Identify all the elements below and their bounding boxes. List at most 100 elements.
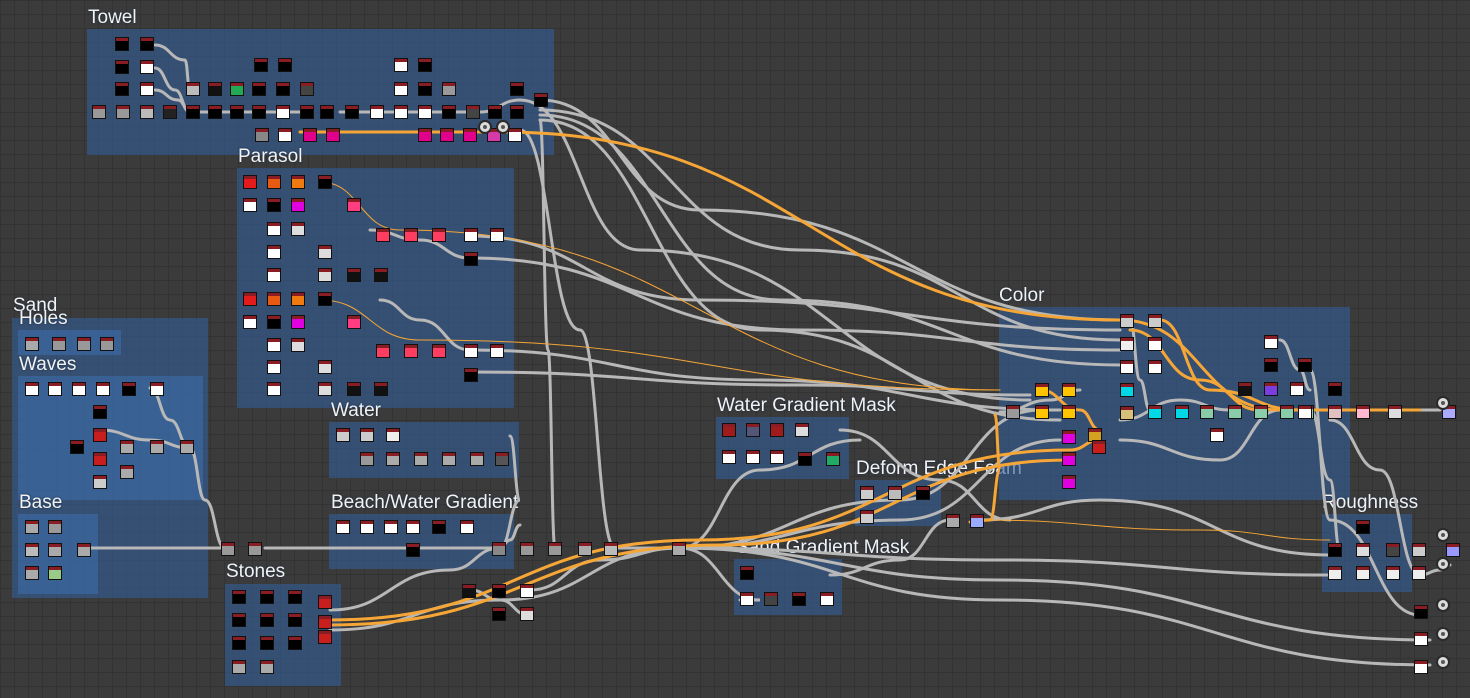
- texture-node[interactable]: [232, 636, 246, 650]
- texture-node[interactable]: [406, 543, 420, 557]
- texture-node[interactable]: [140, 37, 154, 51]
- texture-node[interactable]: [442, 82, 456, 96]
- texture-node[interactable]: [1356, 566, 1370, 580]
- texture-node[interactable]: [120, 440, 134, 454]
- texture-node[interactable]: [232, 590, 246, 604]
- texture-node[interactable]: [1120, 406, 1134, 420]
- output-node-icon[interactable]: [1436, 627, 1450, 641]
- texture-node[interactable]: [255, 128, 269, 142]
- texture-node[interactable]: [318, 245, 332, 259]
- texture-node[interactable]: [303, 128, 317, 142]
- texture-node[interactable]: [347, 198, 361, 212]
- texture-node[interactable]: [1414, 632, 1428, 646]
- texture-node[interactable]: [510, 82, 524, 96]
- texture-node[interactable]: [267, 338, 281, 352]
- texture-node[interactable]: [414, 452, 428, 466]
- texture-node[interactable]: [418, 105, 432, 119]
- texture-node[interactable]: [140, 82, 154, 96]
- texture-node[interactable]: [1290, 382, 1304, 396]
- texture-node[interactable]: [440, 128, 454, 142]
- texture-node[interactable]: [386, 452, 400, 466]
- texture-node[interactable]: [464, 228, 478, 242]
- texture-node[interactable]: [820, 592, 834, 606]
- texture-node[interactable]: [1200, 405, 1214, 419]
- texture-node[interactable]: [1175, 405, 1189, 419]
- texture-node[interactable]: [470, 452, 484, 466]
- texture-node[interactable]: [394, 58, 408, 72]
- texture-node[interactable]: [92, 105, 106, 119]
- texture-node[interactable]: [1062, 452, 1076, 466]
- texture-node[interactable]: [1120, 360, 1134, 374]
- texture-node[interactable]: [376, 344, 390, 358]
- texture-node[interactable]: [96, 382, 110, 396]
- texture-node[interactable]: [230, 82, 244, 96]
- texture-node[interactable]: [418, 128, 432, 142]
- texture-node[interactable]: [1356, 520, 1370, 534]
- texture-node[interactable]: [252, 82, 266, 96]
- texture-node[interactable]: [404, 228, 418, 242]
- texture-node[interactable]: [232, 613, 246, 627]
- texture-node[interactable]: [374, 382, 388, 396]
- texture-node[interactable]: [1148, 314, 1162, 328]
- texture-node[interactable]: [260, 636, 274, 650]
- texture-node[interactable]: [520, 607, 534, 621]
- texture-node[interactable]: [1356, 405, 1370, 419]
- texture-node[interactable]: [267, 315, 281, 329]
- texture-node[interactable]: [243, 292, 257, 306]
- texture-node[interactable]: [1006, 405, 1020, 419]
- texture-node[interactable]: [120, 465, 134, 479]
- texture-node[interactable]: [1264, 335, 1278, 349]
- texture-node[interactable]: [1280, 405, 1294, 419]
- texture-node[interactable]: [291, 198, 305, 212]
- texture-node[interactable]: [970, 514, 984, 528]
- texture-node[interactable]: [432, 520, 446, 534]
- texture-node[interactable]: [320, 105, 334, 119]
- output-node-icon[interactable]: [1436, 396, 1450, 410]
- texture-node[interactable]: [488, 105, 502, 119]
- texture-node[interactable]: [432, 344, 446, 358]
- texture-node[interactable]: [1298, 358, 1312, 372]
- frame-beach-water-gradient[interactable]: [329, 514, 514, 569]
- output-node-icon[interactable]: [1436, 528, 1450, 542]
- texture-node[interactable]: [25, 543, 39, 557]
- texture-node[interactable]: [534, 93, 548, 107]
- texture-node[interactable]: [347, 268, 361, 282]
- texture-node[interactable]: [230, 105, 244, 119]
- texture-node[interactable]: [1414, 660, 1428, 674]
- texture-node[interactable]: [163, 105, 177, 119]
- texture-node[interactable]: [140, 105, 154, 119]
- texture-node[interactable]: [394, 82, 408, 96]
- texture-node[interactable]: [1228, 405, 1242, 419]
- texture-node[interactable]: [318, 292, 332, 306]
- texture-node[interactable]: [1388, 405, 1402, 419]
- texture-node[interactable]: [1148, 337, 1162, 351]
- texture-node[interactable]: [276, 105, 290, 119]
- texture-node[interactable]: [25, 566, 39, 580]
- texture-node[interactable]: [1328, 405, 1342, 419]
- texture-node[interactable]: [291, 222, 305, 236]
- texture-node[interactable]: [1254, 405, 1268, 419]
- texture-node[interactable]: [1412, 566, 1426, 580]
- texture-node[interactable]: [93, 428, 107, 442]
- texture-node[interactable]: [267, 268, 281, 282]
- texture-node[interactable]: [384, 520, 398, 534]
- texture-node[interactable]: [1148, 405, 1162, 419]
- texture-node[interactable]: [1264, 358, 1278, 372]
- texture-node[interactable]: [232, 660, 246, 674]
- texture-node[interactable]: [360, 452, 374, 466]
- texture-node[interactable]: [318, 595, 332, 609]
- texture-node[interactable]: [93, 475, 107, 489]
- output-node-icon[interactable]: [1436, 655, 1450, 669]
- texture-node[interactable]: [946, 514, 960, 528]
- texture-node[interactable]: [72, 382, 86, 396]
- texture-node[interactable]: [291, 315, 305, 329]
- texture-node[interactable]: [1328, 382, 1342, 396]
- texture-node[interactable]: [243, 315, 257, 329]
- texture-node[interactable]: [1062, 405, 1076, 419]
- texture-node[interactable]: [260, 590, 274, 604]
- texture-node[interactable]: [462, 584, 476, 598]
- texture-node[interactable]: [464, 368, 478, 382]
- texture-node[interactable]: [318, 268, 332, 282]
- texture-node[interactable]: [1414, 605, 1428, 619]
- texture-node[interactable]: [150, 382, 164, 396]
